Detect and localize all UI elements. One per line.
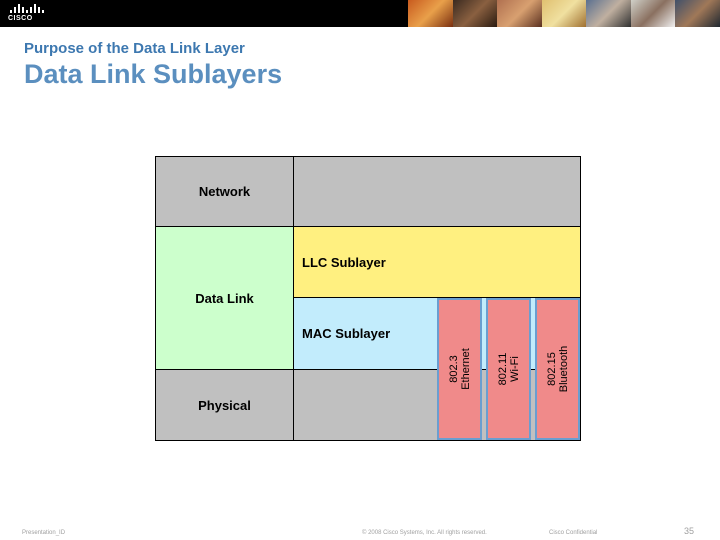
standard-number: 802.15 [545,352,558,386]
footer-confidential: Cisco Confidential [549,530,598,536]
network-layer-cell [293,156,581,227]
standard-name: Ethernet [459,348,472,390]
standard-name: Bluetooth [557,345,570,393]
standard-wifi: 802.11 Wi-Fi [486,298,531,440]
header-photo-strip [408,0,720,27]
standard-name: Wi-Fi [508,356,521,382]
cisco-logo: CISCO [8,4,44,24]
footer-presentation-id: Presentation_ID [22,530,66,536]
standard-ethernet: 802.3 Ethernet [437,298,482,440]
page-number: 35 [684,526,695,536]
physical-layer-label: Physical [155,369,294,441]
slide-subtitle: Purpose of the Data Link Layer [24,40,245,57]
standard-number: 802.3 [447,355,460,383]
llc-sublayer: LLC Sublayer [293,226,581,298]
slide-title: Data Link Sublayers [24,59,283,89]
standard-bluetooth: 802.15 Bluetooth [535,298,580,440]
network-layer-label: Network [155,156,294,227]
cisco-logo-text: CISCO [8,15,33,22]
data-link-layer-label: Data Link [155,226,294,370]
footer-copyright: © 2008 Cisco Systems, Inc. All rights re… [362,530,487,536]
cisco-logo-bars-icon [10,4,44,13]
header-bar: CISCO [0,0,720,27]
standard-number: 802.11 [496,352,509,386]
